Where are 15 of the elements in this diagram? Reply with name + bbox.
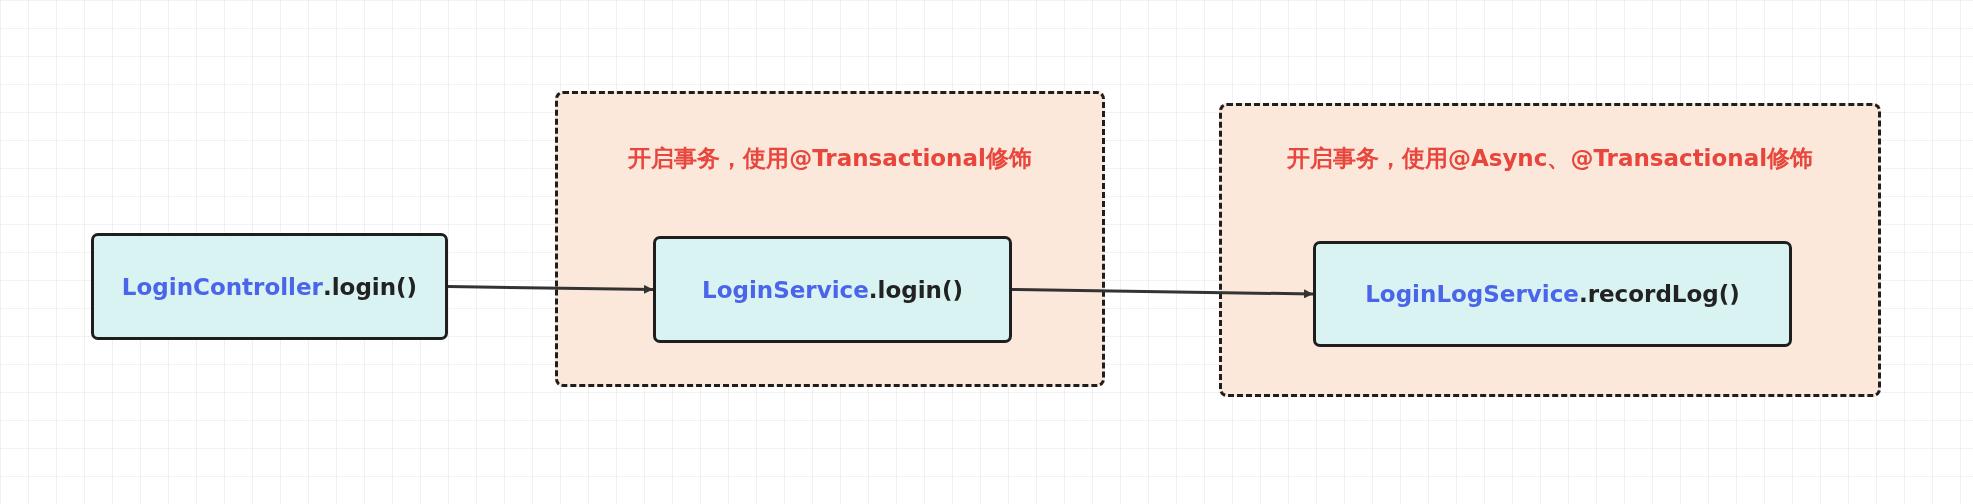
arrow xyxy=(447,284,654,294)
process-box xyxy=(91,233,448,340)
dashed-group-box xyxy=(555,91,1105,387)
class-name: LoginController xyxy=(121,273,323,300)
method-name: .recordLog() xyxy=(1578,281,1740,307)
method-name: .login() xyxy=(322,273,418,300)
process-box xyxy=(653,236,1012,343)
class-name: LoginLogService xyxy=(1365,281,1579,307)
method-name: .login() xyxy=(868,276,963,303)
group-title: 开启事务，使用@Transactional修饰 xyxy=(627,144,1033,173)
class-name: LoginService xyxy=(702,276,869,303)
arrow xyxy=(1011,288,1314,299)
dashed-group-box xyxy=(1219,103,1881,397)
process-box xyxy=(1313,241,1792,347)
group-title: 开启事务，使用@Async、@Transactional修饰 xyxy=(1285,144,1815,173)
